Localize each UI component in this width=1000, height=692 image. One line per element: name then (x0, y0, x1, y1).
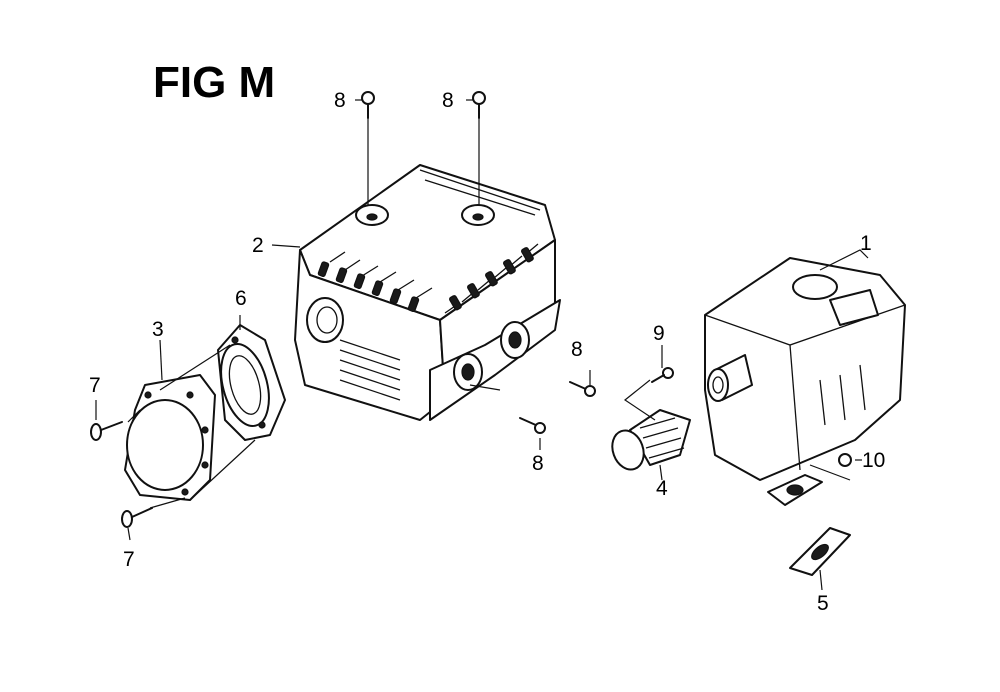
callout-4: 4 (656, 477, 668, 500)
callout-3: 3 (152, 318, 164, 341)
callout-8-bottom: 8 (532, 452, 544, 475)
callout-5: 5 (817, 592, 829, 615)
gasket-ring (217, 324, 286, 441)
callout-2: 2 (252, 234, 264, 257)
muffler (704, 257, 906, 506)
nut-10 (838, 453, 852, 467)
spark-arrester (611, 409, 691, 471)
end-cap (124, 374, 216, 501)
muffler-protector (294, 164, 561, 421)
callout-6: 6 (235, 287, 247, 310)
callout-9: 9 (653, 322, 665, 345)
bolt-8-top-left (361, 91, 375, 119)
callout-8-top-left: 8 (334, 89, 346, 112)
figure-title: FIG M (153, 58, 275, 107)
callout-1: 1 (860, 232, 872, 255)
callout-7-upper: 7 (89, 374, 101, 397)
outlet-gasket (789, 527, 851, 576)
callout-labels: 1 2 3 4 5 6 7 7 8 8 8 8 9 10 (89, 89, 885, 615)
bolt-9 (651, 367, 674, 383)
callout-8-top-right: 8 (442, 89, 454, 112)
bolt-8-right (569, 381, 596, 397)
leader-lines (95, 99, 869, 591)
screw-7-upper (90, 421, 123, 441)
bolt-8-bottom (519, 417, 546, 434)
callout-7-lower: 7 (123, 548, 135, 571)
callout-8-right: 8 (571, 338, 583, 361)
bolt-8-top-right (472, 91, 486, 119)
screw-7-lower (121, 507, 153, 528)
callout-10: 10 (862, 449, 885, 472)
